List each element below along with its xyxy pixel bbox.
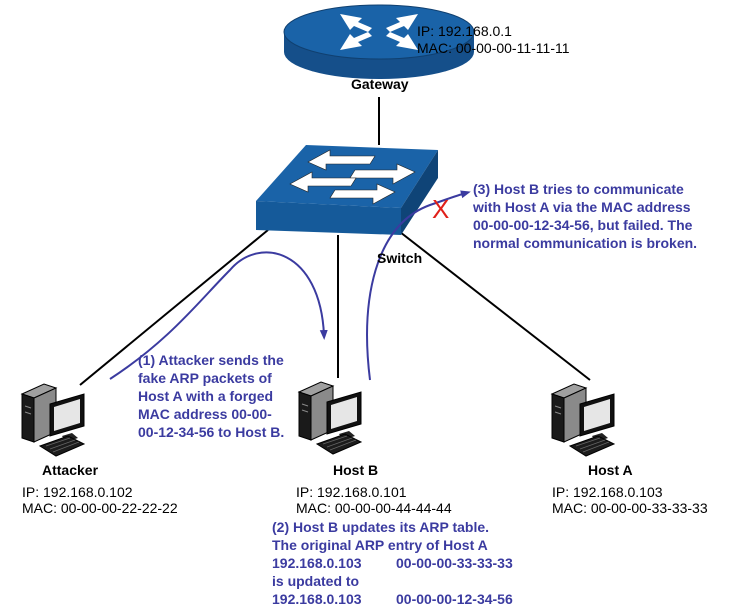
- arp-entry-mac: 00-00-00-33-33-33: [396, 555, 513, 571]
- switch-icon: [256, 145, 438, 235]
- step2-line: (2) Host B updates its ARP table.: [272, 519, 490, 535]
- step2-line: is updated to: [272, 573, 360, 589]
- step2-line: The original ARP entry of Host A: [272, 537, 488, 553]
- computer-icon-hostb: [298, 381, 362, 455]
- switch-label: Switch: [377, 250, 423, 266]
- link-switch-hosta: [399, 231, 591, 381]
- attacker-label: Attacker: [42, 462, 99, 478]
- step1-line: 00-12-34-56 to Host B.: [138, 424, 285, 440]
- step1-line: fake ARP packets of: [138, 370, 272, 386]
- step3-line: normal communication is broken.: [473, 235, 698, 251]
- step3-line: with Host A via the MAC address: [473, 199, 691, 215]
- attacker-mac: MAC: 00-00-00-22-22-22: [22, 500, 178, 516]
- link-switch-attacker: [79, 229, 269, 386]
- step1-note: (1) Attacker sends the fake ARP packets …: [138, 351, 284, 441]
- gateway-label: Gateway: [351, 76, 409, 92]
- arp-entry-mac: 00-00-00-12-34-56: [396, 591, 513, 607]
- step3-note: (3) Host B tries to communicate with Hos…: [473, 180, 697, 252]
- hostb-mac: MAC: 00-00-00-44-44-44: [296, 500, 452, 516]
- step1-line: (1) Attacker sends the: [138, 352, 284, 368]
- step3-line: 00-00-00-12-34-56, but failed. The: [473, 217, 693, 233]
- hosta-ip: IP: 192.168.0.103: [552, 484, 663, 500]
- gateway-mac: MAC: 00-00-00-11-11-11: [417, 40, 570, 56]
- fail-x-icon: X: [432, 194, 450, 224]
- gateway-ip: IP: 192.168.0.1: [417, 23, 512, 39]
- arp-entry-updated: 192.168.0.103 00-00-00-12-34-56: [272, 590, 513, 608]
- step1-line: MAC address 00-00-: [138, 406, 272, 422]
- router-icon: [283, 4, 475, 79]
- step1-line: Host A with a forged: [138, 388, 274, 404]
- arp-entry-ip: 192.168.0.103: [272, 591, 362, 607]
- step2-note: (2) Host B updates its ARP table. The or…: [272, 518, 513, 608]
- hostb-label: Host B: [333, 462, 379, 478]
- step3-line: (3) Host B tries to communicate: [473, 181, 684, 197]
- arp-entry-ip: 192.168.0.103: [272, 555, 362, 571]
- attacker-ip: IP: 192.168.0.102: [22, 484, 133, 500]
- arrow-step1: [109, 251, 328, 380]
- hosta-label: Host A: [588, 462, 633, 478]
- computer-icon-attacker: [21, 383, 85, 457]
- hosta-mac: MAC: 00-00-00-33-33-33: [552, 500, 708, 516]
- computer-icon-hosta: [551, 383, 615, 457]
- arrow-step3: [366, 190, 471, 381]
- arp-entry-original: 192.168.0.103 00-00-00-33-33-33: [272, 554, 513, 572]
- hostb-ip: IP: 192.168.0.101: [296, 484, 407, 500]
